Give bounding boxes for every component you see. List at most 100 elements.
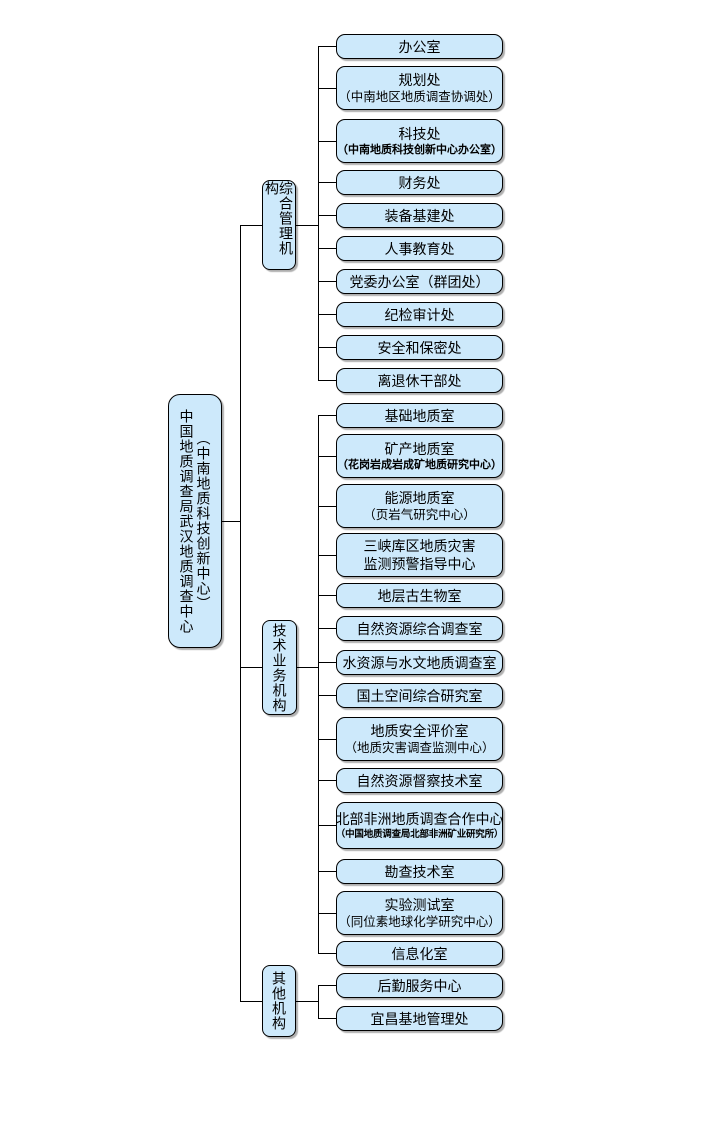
dept-box: 勘查技术室: [336, 859, 503, 884]
dept-box: 后勤服务中心: [336, 973, 503, 998]
dept-label: 水资源与水文地质调查室: [342, 654, 497, 671]
dept-box: 矿产地质室 （花岗岩成岩成矿地质研究中心）: [336, 434, 503, 478]
connector-line: [318, 953, 336, 954]
dept-label: 规划处: [398, 72, 441, 88]
root-org-name: 中国地质调查局武汉地质调查中心: [178, 408, 195, 634]
dept-label: 后勤服务中心: [377, 977, 462, 994]
dept-label: 地层古生物室: [377, 587, 462, 604]
connector-line: [297, 667, 318, 668]
dept-box: 基础地质室: [336, 403, 503, 428]
dept-label: 三峡库区地质灾害: [363, 538, 476, 554]
connector-line: [318, 985, 336, 986]
dept-label: 财务处: [398, 174, 441, 191]
connector-line: [318, 415, 336, 416]
category-box-technical-business: 技术业务机构: [262, 620, 297, 715]
dept-label: 装备基建处: [384, 207, 455, 224]
connector-line: [318, 739, 336, 740]
dept-label: 党委办公室（群团处）: [349, 273, 490, 290]
connector-line: [318, 628, 336, 629]
connector-line: [296, 225, 318, 226]
dept-label: 信息化室: [391, 945, 448, 962]
dept-label: 北部非洲地质调查合作中心: [336, 811, 503, 827]
dept-sublabel: （中南地质科技创新中心办公室）: [337, 144, 502, 156]
dept-label: 纪检审计处: [384, 306, 455, 323]
dept-box: 能源地质室 （页岩气研究中心）: [336, 484, 503, 528]
dept-box: 装备基建处: [336, 203, 503, 228]
dept-sublabel: （地质灾害调查监测中心）: [344, 741, 495, 755]
connector-line: [318, 780, 336, 781]
dept-label: 实验测试室: [384, 897, 455, 913]
connector-line: [318, 456, 336, 457]
dept-box: 信息化室: [336, 941, 503, 966]
connector-line: [318, 46, 336, 47]
category-box-other: 其他机构: [262, 965, 296, 1037]
dept-label: 勘查技术室: [384, 863, 455, 880]
connector-line: [318, 871, 336, 872]
connector-bus: [318, 415, 319, 953]
dept-box: 自然资源综合调查室: [336, 616, 503, 641]
category-label: 综合管理机构: [264, 181, 294, 256]
connector-line: [318, 380, 336, 381]
dept-sublabel: （花岗岩成岩成矿地质研究中心）: [337, 459, 502, 471]
dept-sublabel: （同位素地球化学研究中心）: [338, 915, 501, 929]
dept-box: 科技处 （中南地质科技创新中心办公室）: [336, 119, 503, 163]
connector-line: [318, 506, 336, 507]
dept-label: 自然资源督察技术室: [356, 772, 483, 789]
dept-label-line2: 监测预警指导中心: [363, 556, 476, 572]
dept-label: 基础地质室: [384, 407, 455, 424]
dept-label: 地质安全评价室: [370, 723, 469, 739]
dept-box: 北部非洲地质调查合作中心 （中国地质调查局北部非洲矿业研究所）: [336, 802, 503, 849]
category-label: 其他机构: [271, 971, 287, 1031]
connector-line: [318, 1018, 336, 1019]
connector-line: [318, 314, 336, 315]
connector-line: [318, 215, 336, 216]
dept-box: 规划处 （中南地区地质调查协调处）: [336, 66, 503, 110]
category-label: 技术业务机构: [271, 622, 288, 713]
dept-box: 安全和保密处: [336, 335, 503, 360]
dept-box: 办公室: [336, 34, 503, 59]
dept-box: 地质安全评价室 （地质灾害调查监测中心）: [336, 717, 503, 761]
dept-label: 科技处: [398, 126, 441, 142]
connector-line: [240, 667, 262, 668]
dept-label: 人事教育处: [384, 240, 455, 257]
dept-label: 宜昌基地管理处: [370, 1010, 469, 1027]
dept-box: 国土空间综合研究室: [336, 683, 503, 708]
dept-sublabel: （中国地质调查局北部非洲矿业研究所）: [336, 829, 503, 840]
dept-box: 纪检审计处: [336, 302, 503, 327]
connector-line: [318, 662, 336, 663]
dept-box: 宜昌基地管理处: [336, 1006, 503, 1031]
dept-label: 办公室: [398, 38, 441, 55]
root-org-alt-name: （中南地质科技创新中心）: [195, 431, 212, 611]
dept-sublabel: （中南地区地质调查协调处）: [338, 90, 501, 104]
connector-line: [318, 913, 336, 914]
dept-box: 党委办公室（群团处）: [336, 269, 503, 294]
dept-box: 地层古生物室: [336, 583, 503, 608]
dept-box: 自然资源督察技术室: [336, 768, 503, 793]
connector-line: [318, 182, 336, 183]
category-box-general-management: 综合管理机构: [262, 180, 296, 270]
dept-sublabel: （页岩气研究中心）: [363, 508, 476, 522]
dept-box: 三峡库区地质灾害 监测预警指导中心: [336, 533, 503, 577]
dept-label: 国土空间综合研究室: [356, 687, 483, 704]
connector-line: [318, 555, 336, 556]
connector-line: [296, 1001, 318, 1002]
connector-line: [318, 347, 336, 348]
dept-label: 能源地质室: [384, 490, 455, 506]
connector-line: [318, 825, 336, 826]
connector-line: [240, 1001, 262, 1002]
connector-line: [318, 141, 336, 142]
dept-box: 实验测试室 （同位素地球化学研究中心）: [336, 891, 503, 935]
connector-trunk: [240, 225, 241, 1001]
connector-line: [318, 88, 336, 89]
root-org-box: 中国地质调查局武汉地质调查中心 （中南地质科技创新中心）: [168, 394, 222, 648]
dept-box: 离退休干部处: [336, 368, 503, 393]
connector-line: [318, 595, 336, 596]
connector-line: [318, 695, 336, 696]
dept-box: 财务处: [336, 170, 503, 195]
connector-line: [318, 248, 336, 249]
dept-box: 人事教育处: [336, 236, 503, 261]
connector-line: [318, 281, 336, 282]
dept-label: 安全和保密处: [377, 339, 462, 356]
connector-line: [240, 225, 262, 226]
